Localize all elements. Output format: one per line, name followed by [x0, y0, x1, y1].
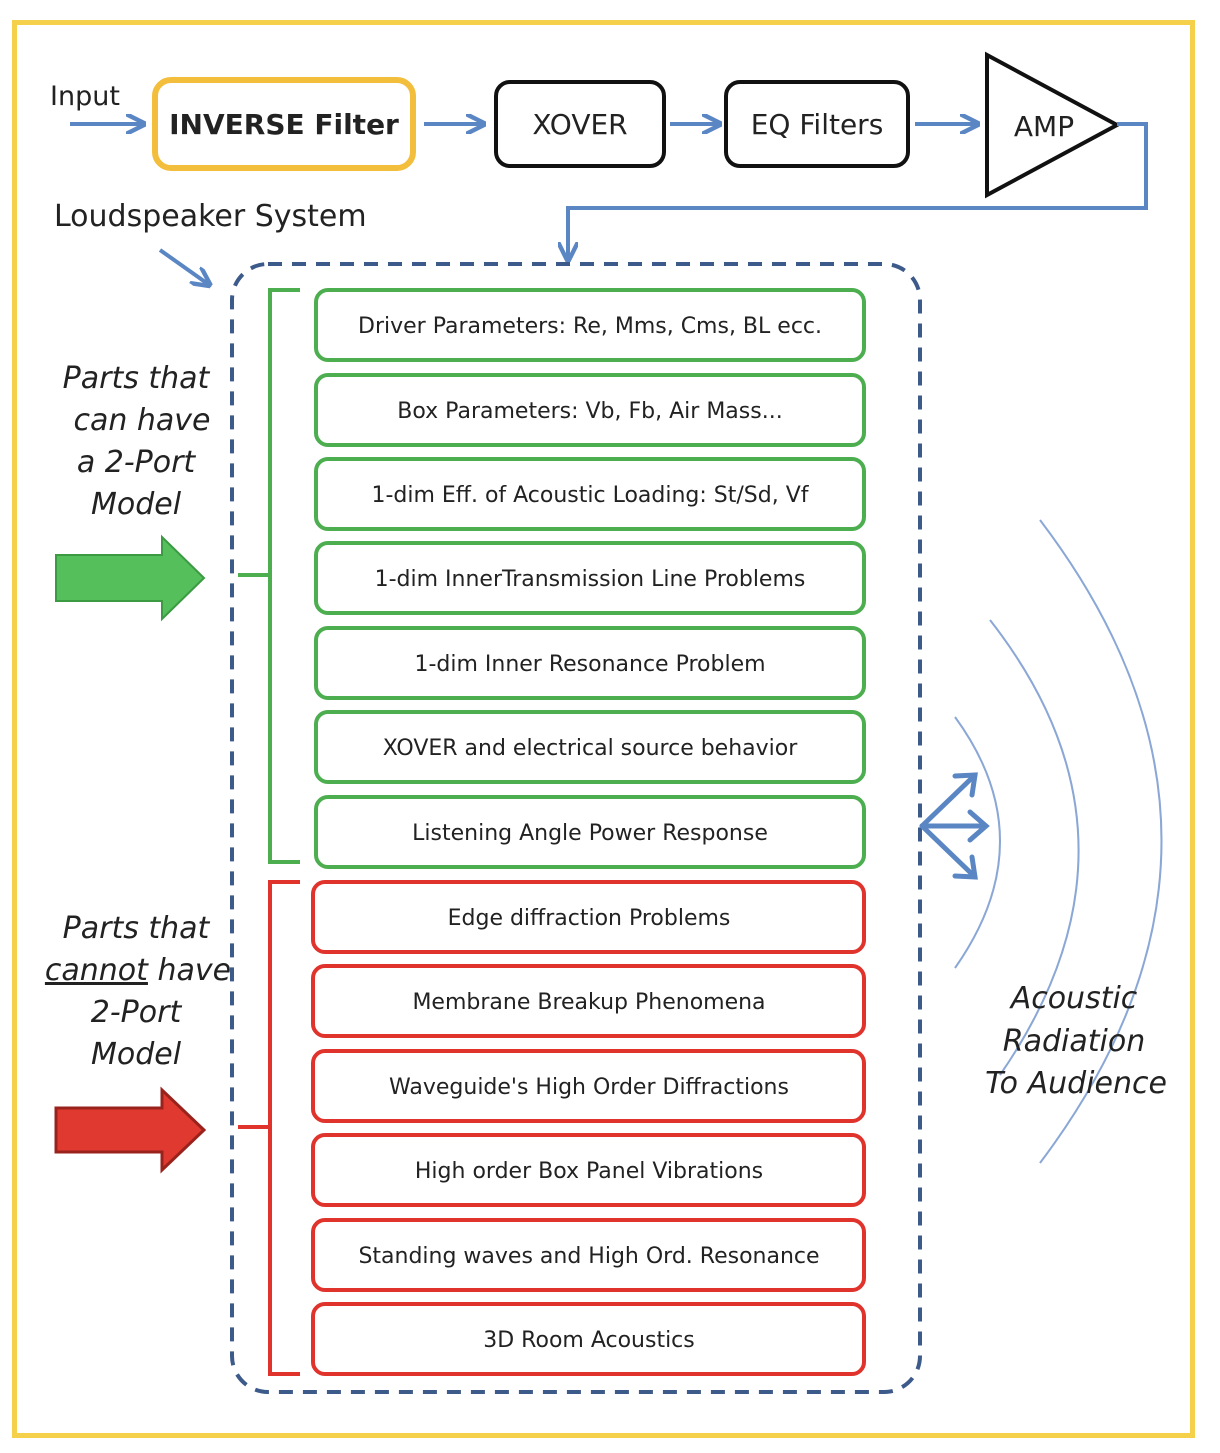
two-port-item-text: Listening Angle Power Response	[412, 821, 768, 846]
two-port-item-text: Driver Parameters: Re, Mms, Cms, BL ecc.	[358, 314, 822, 339]
no-two-port-item-text: Standing waves and High Ord. Resonance	[358, 1244, 819, 1269]
two-port-item-text: 1-dim Eff. of Acoustic Loading: St/Sd, V…	[371, 483, 809, 508]
eq-filters-block	[724, 80, 910, 168]
no-two-port-item-text: Waveguide's High Order Diffractions	[389, 1075, 789, 1100]
two-port-item-box	[314, 795, 866, 869]
no-two-port-item-text: High order Box Panel Vibrations	[415, 1159, 763, 1184]
inverse-filter-label: INVERSE Filter	[169, 108, 399, 141]
no-two-port-item-box	[311, 1133, 866, 1207]
no-two-port-item-box	[311, 964, 866, 1038]
two-port-group-label: Parts that can have a 2-Port Model	[63, 361, 211, 522]
outer-frame	[12, 20, 1195, 1438]
loudspeaker-system-label: Loudspeaker System	[54, 199, 367, 234]
eq-filters-label: EQ Filters	[751, 108, 884, 141]
no-two-port-item-text: Membrane Breakup Phenomena	[412, 990, 765, 1015]
no-two-port-label-line-2: cannot have	[45, 953, 231, 988]
sound-wave-arc-middle	[989, 619, 1080, 1076]
inverse-filter-block	[152, 77, 416, 171]
amp-output-connector	[568, 122, 1148, 258]
no-two-port-label-line-4: Model	[91, 1037, 182, 1072]
two-port-arrow	[55, 534, 206, 622]
two-port-item-box	[314, 288, 866, 362]
xover-block	[494, 80, 666, 168]
radiation-arrows	[919, 772, 990, 880]
xover-label: XOVER	[532, 108, 627, 141]
no-two-port-item-box	[311, 880, 866, 954]
no-two-port-item-box	[311, 1218, 866, 1292]
cannot-word: cannot	[45, 953, 149, 988]
sound-wave-arcs	[954, 519, 1163, 1164]
input-label: Input	[50, 81, 120, 112]
no-two-port-arrow	[54, 1086, 207, 1174]
loudspeaker-system-boundary	[230, 262, 922, 1394]
two-port-item-box	[314, 541, 866, 615]
two-port-item-text: Box Parameters: Vb, Fb, Air Mass...	[397, 399, 782, 424]
sound-wave-arc-outer	[1039, 519, 1163, 1164]
two-port-item-box	[314, 373, 866, 447]
radiation-label-line-3: To Audience	[985, 1066, 1167, 1101]
no-two-port-item-text: 3D Room Acoustics	[483, 1328, 695, 1353]
no-two-port-item-box	[311, 1049, 866, 1123]
two-port-label-line-3: a 2-Port	[77, 445, 197, 480]
radiation-label-line-1: Acoustic	[1009, 981, 1138, 1016]
two-port-bracket	[238, 288, 300, 864]
amp-block	[985, 51, 1122, 199]
two-port-label-line-1: Parts that	[63, 361, 211, 396]
two-port-item-text: XOVER and electrical source behavior	[383, 736, 799, 761]
two-port-item-box	[314, 457, 866, 531]
two-port-item-box	[314, 626, 866, 700]
radiation-label-line-2: Radiation	[1003, 1024, 1145, 1059]
no-two-port-label-line-1: Parts that	[63, 911, 211, 946]
no-two-port-label-line-3: 2-Port	[91, 995, 183, 1030]
amp-label: AMP	[1014, 110, 1074, 143]
have-word: have	[148, 953, 231, 988]
sound-wave-arc-inner	[954, 716, 1001, 969]
no-two-port-item-box	[311, 1302, 866, 1376]
no-two-port-item-text: Edge diffraction Problems	[448, 906, 731, 931]
two-port-item-text: 1-dim Inner Resonance Problem	[414, 652, 765, 677]
two-port-item-text: 1-dim InnerTransmission Line Problems	[375, 567, 806, 592]
two-port-label-line-2: can have	[73, 403, 210, 438]
loudspeaker-label-arrow	[158, 248, 208, 284]
no-two-port-items: Edge diffraction Problems Membrane Break…	[311, 880, 866, 1376]
no-two-port-bracket	[238, 880, 300, 1376]
two-port-item-box	[314, 710, 866, 784]
no-two-port-group-label: Parts that cannot have 2-Port Model	[45, 911, 231, 1072]
two-port-label-line-4: Model	[91, 487, 182, 522]
radiation-label: Acoustic Radiation To Audience	[985, 981, 1167, 1101]
two-port-items: Driver Parameters: Re, Mms, Cms, BL ecc.…	[314, 288, 866, 869]
